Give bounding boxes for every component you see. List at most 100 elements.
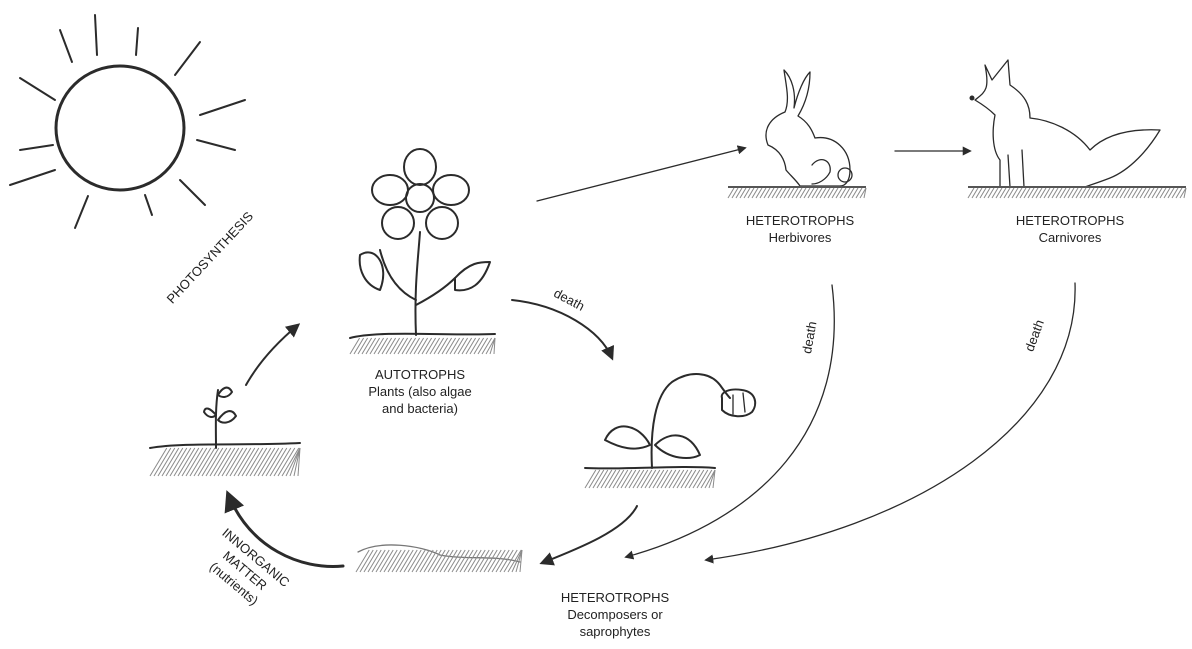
- ground-hatch: [476, 550, 489, 572]
- rabbit-ground: [728, 188, 866, 198]
- ground-hatch: [462, 338, 472, 354]
- ground-hatch: [468, 550, 481, 572]
- ground-hatch: [398, 338, 408, 354]
- ground-hatch: [420, 550, 433, 572]
- ground-hatch: [488, 550, 501, 572]
- fox-ground: [968, 188, 1186, 198]
- ground-hatch: [372, 550, 385, 572]
- ground-hatch: [416, 550, 429, 572]
- ground-hatch: [478, 338, 488, 354]
- arrow-plant-death: [512, 300, 612, 358]
- ground-hatch: [406, 338, 416, 354]
- ground-hatch: [456, 550, 469, 572]
- ground-hatch: [424, 550, 437, 572]
- ground-hatch: [412, 550, 425, 572]
- carnivores-subtitle: Carnivores: [995, 229, 1145, 246]
- ground-hatch: [388, 550, 401, 572]
- ground-hatch: [358, 338, 368, 354]
- wilted-plant-icon: [585, 374, 755, 468]
- decomposers-label: HETEROTROPHS Decomposers or saprophytes: [535, 589, 695, 640]
- ground-hatch: [402, 338, 412, 354]
- carnivores-label: HETEROTROPHS Carnivores: [995, 212, 1145, 246]
- flower-icon: [350, 149, 495, 338]
- sprout-icon: [150, 388, 300, 448]
- decomposers-title: HETEROTROPHS: [535, 589, 695, 606]
- ground-hatch: [374, 338, 384, 354]
- ground-hatch: [418, 338, 428, 354]
- ground-hatch: [426, 338, 436, 354]
- ground-hatch: [492, 550, 505, 572]
- ground-hatch: [480, 550, 493, 572]
- ground-hatch: [396, 550, 409, 572]
- ground-hatch: [392, 550, 405, 572]
- ground-hatch: [450, 338, 460, 354]
- decomposers-line3: saprophytes: [535, 623, 695, 640]
- sprout-ground: [150, 448, 300, 476]
- ground-hatch: [432, 550, 445, 572]
- ground-hatch: [454, 338, 464, 354]
- ground-hatch: [368, 550, 381, 572]
- ground-hatch: [464, 550, 477, 572]
- arrow-carnivore-death: [706, 283, 1075, 560]
- ground-hatch: [430, 338, 440, 354]
- ground-hatch: [354, 338, 364, 354]
- ground-hatch: [362, 338, 372, 354]
- ground-hatch: [410, 338, 420, 354]
- ground-hatch: [458, 338, 468, 354]
- ground-hatch: [378, 338, 388, 354]
- autotrophs-line3: and bacteria): [330, 400, 510, 417]
- ground-hatch: [484, 550, 497, 572]
- ground-hatch: [350, 338, 360, 354]
- ground-hatch: [444, 550, 457, 572]
- herbivores-label: HETEROTROPHS Herbivores: [725, 212, 875, 246]
- ground-hatch: [390, 338, 400, 354]
- ground-hatch: [446, 338, 456, 354]
- ground-hatch: [470, 338, 480, 354]
- ground-hatch: [366, 338, 376, 354]
- ground-hatch: [386, 338, 396, 354]
- ground-hatch: [472, 550, 485, 572]
- flower-ground: [350, 338, 495, 354]
- ground-hatch: [370, 338, 380, 354]
- ground-hatch: [404, 550, 417, 572]
- autotrophs-label: AUTOTROPHS Plants (also algae and bacter…: [330, 366, 510, 417]
- rabbit-icon: [728, 70, 866, 187]
- ground-hatch: [428, 550, 441, 572]
- ground-hatch: [496, 550, 509, 572]
- sun-icon: [10, 15, 245, 228]
- arrows: [228, 148, 1075, 566]
- wilted-ground: [585, 470, 715, 488]
- herbivores-subtitle: Herbivores: [725, 229, 875, 246]
- ground-hatch: [434, 338, 444, 354]
- ground-hatch: [460, 550, 473, 572]
- decomposers-line2: Decomposers or: [535, 606, 695, 623]
- ground-hatch: [376, 550, 389, 572]
- ground-hatch: [436, 550, 449, 572]
- ground-hatch: [394, 338, 404, 354]
- ground-hatch: [360, 550, 373, 572]
- fox-icon: [968, 60, 1186, 187]
- ground-hatch: [440, 550, 453, 572]
- ground-hatch: [364, 550, 377, 572]
- ground-hatch: [380, 550, 393, 572]
- carnivores-title: HETEROTROPHS: [995, 212, 1145, 229]
- arrow-sprout-to-plant: [246, 325, 298, 385]
- ground-hatch: [384, 550, 397, 572]
- herbivores-title: HETEROTROPHS: [725, 212, 875, 229]
- soil-ground: [356, 550, 522, 572]
- arrow-plant-to-herbivore: [537, 148, 745, 201]
- ground-hatch: [500, 550, 513, 572]
- ground-hatch: [356, 550, 369, 572]
- ground-hatch: [474, 338, 484, 354]
- ground-hatch: [382, 338, 392, 354]
- ground-hatch: [422, 338, 432, 354]
- ground-hatch: [448, 550, 461, 572]
- autotrophs-title: AUTOTROPHS: [330, 366, 510, 383]
- ground-hatch: [442, 338, 452, 354]
- ground-hatch: [414, 338, 424, 354]
- ground-hatch: [466, 338, 476, 354]
- autotrophs-line2: Plants (also algae: [330, 383, 510, 400]
- arrow-wilted-to-decomposer: [542, 506, 637, 563]
